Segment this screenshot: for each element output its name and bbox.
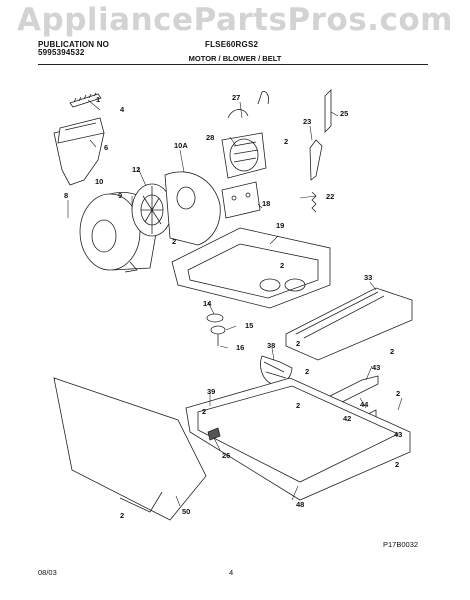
part-blower-wheel: [131, 183, 173, 237]
part-side-panel: [53, 377, 207, 521]
callout-10a: 10A: [174, 141, 188, 150]
publication-number: 5995394532: [38, 48, 85, 57]
callout-33: 33: [364, 273, 372, 282]
callout-19: 19: [276, 221, 284, 230]
callout-2-base: 2: [280, 261, 284, 270]
callout-39: 39: [207, 387, 215, 396]
callout-2-blower: 2: [172, 237, 176, 246]
callout-38: 38: [267, 341, 275, 350]
part-blower-housing: [79, 192, 159, 273]
callout-2-pan: 2: [202, 407, 206, 416]
part-blower-duct: [53, 117, 105, 186]
part-blower-cover: [164, 171, 221, 246]
callout-28: 28: [206, 133, 214, 142]
callout-4: 4: [120, 105, 125, 114]
callout-22: 22: [326, 192, 334, 201]
callout-50: 50: [182, 507, 190, 516]
part-top-rail: [285, 287, 413, 361]
callout-2-panel: 2: [120, 511, 124, 520]
footer-date: 08/03: [38, 568, 57, 577]
watermark: AppliancePartsPros.com: [17, 2, 453, 38]
callout-2-bracket: 2: [296, 401, 300, 410]
callout-15: 15: [245, 321, 253, 330]
callout-27: 27: [232, 93, 240, 102]
part-motor-mount: [221, 181, 261, 219]
part-motor-base: [171, 227, 331, 309]
callout-10: 10: [95, 177, 103, 186]
callout-12: 12: [132, 165, 140, 174]
header-rule: [38, 64, 428, 65]
model-number: FLSE60RGS2: [205, 40, 259, 49]
callout-23: 23: [303, 117, 311, 126]
callout-16: 16: [236, 343, 244, 352]
callout-14: 14: [203, 299, 212, 308]
callout-18: 18: [262, 199, 270, 208]
callout-labels: 1 4 6 8 9 10 10A 12 2 27 28 2 23 25 18 2…: [64, 93, 402, 520]
callout-44: 44: [360, 400, 369, 409]
callout-48: 48: [296, 500, 304, 509]
callout-2-mid: 2: [296, 339, 300, 348]
callout-25: 25: [340, 109, 348, 118]
part-base-pan: [185, 377, 411, 501]
callout-42: 42: [343, 414, 351, 423]
section-title: MOTOR / BLOWER / BELT: [188, 54, 282, 63]
diagram-id: P17B0032: [383, 540, 419, 549]
exploded-parts-diagram: [53, 89, 413, 521]
part-pulley-hardware: [206, 313, 226, 346]
callout-43-top: 43: [372, 363, 380, 372]
part-idler-spring: [309, 89, 332, 213]
part-motor: [221, 91, 269, 179]
callout-26: 26: [222, 451, 230, 460]
callout-9: 9: [118, 191, 122, 200]
callout-1: 1: [96, 95, 100, 104]
publication-label: PUBLICATION NO: [38, 40, 110, 49]
callout-8: 8: [64, 191, 68, 200]
callout-2-pan-edge: 2: [395, 460, 399, 469]
leader-lines: [67, 99, 403, 507]
callout-43-bottom: 43: [394, 430, 402, 439]
callout-2-rail: 2: [390, 347, 394, 356]
callout-2-motor: 2: [284, 137, 288, 146]
callout-2-elbow: 2: [305, 367, 309, 376]
callout-2-right: 2: [396, 389, 400, 398]
page-number: 4: [229, 568, 234, 577]
callout-6: 6: [104, 143, 108, 152]
part-lint-strip: [69, 92, 102, 108]
